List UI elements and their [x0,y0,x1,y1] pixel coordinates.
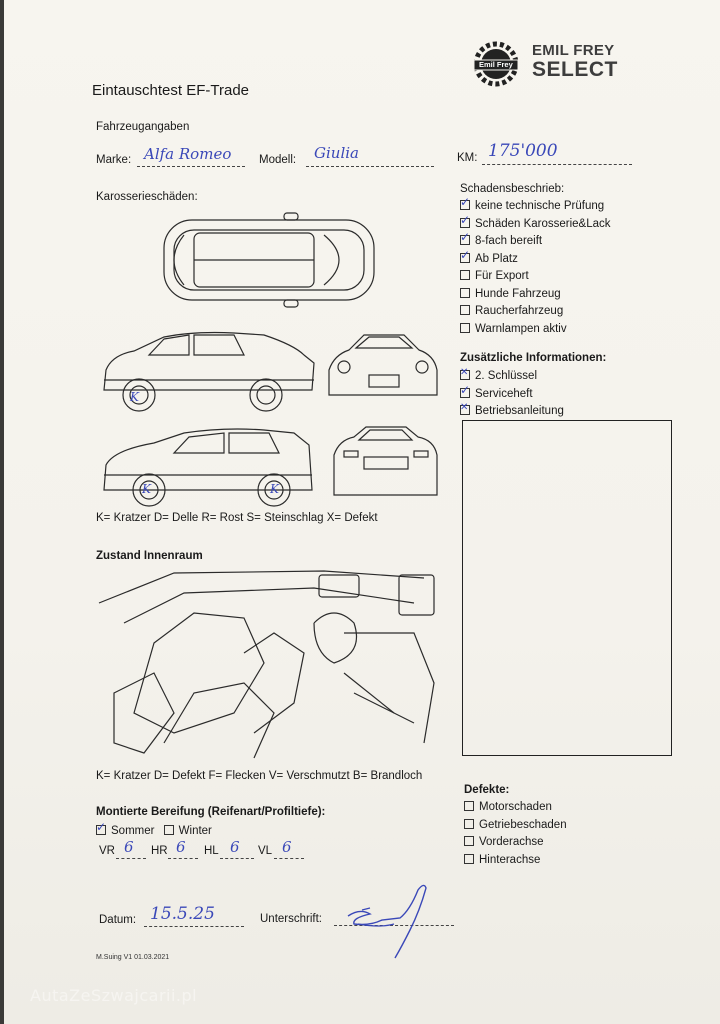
defekte-label: Defekte: [464,784,510,796]
checkbox[interactable] [460,287,470,298]
form-title: Eintauschtest EF-Trade [92,82,250,99]
vl-field[interactable]: 6 [282,838,292,856]
vl-label: VL [258,845,273,857]
brand-line2: SELECT [532,58,618,81]
list-item[interactable]: Getriebeschaden [464,818,567,837]
car-mark-side2b: K [270,482,279,496]
modell-label: Modell: [259,154,297,166]
checkbox[interactable] [464,836,474,846]
interior-legend: K= Kratzer D= Defekt F= Flecken V= Versc… [96,770,423,782]
checkbox[interactable] [460,402,470,415]
schadensbeschrieb-label: Schadensbeschrieb: [460,183,565,195]
km-field[interactable]: 175'000 [488,141,558,161]
section-vehicle: Fahrzeugangaben [96,121,190,133]
car-rear-view [333,426,438,496]
gear-icon [473,41,519,87]
list-item[interactable]: Für Export [460,270,611,288]
checkbox[interactable] [460,230,470,245]
car-damage-diagram [103,212,438,507]
datum-label: Datum: [99,914,137,926]
checkbox[interactable] [460,367,470,380]
body-damage-label: Karosserieschäden: [96,191,198,203]
list-item[interactable]: Schäden Karosserie&Lack [460,213,611,236]
checkbox[interactable] [460,270,470,280]
hr-field[interactable]: 6 [176,838,186,856]
defekte-list: Motorschaden Getriebeschaden Vorderachse… [464,801,567,871]
checkbox[interactable] [464,853,474,864]
checkbox[interactable] [460,213,470,228]
unterschrift-label: Unterschrift: [260,913,322,925]
checkbox[interactable] [460,322,470,333]
car-top-view [163,212,375,308]
interior-label: Zustand Innenraum [96,550,203,562]
winter-checkbox[interactable] [163,825,174,835]
summer-checkbox[interactable] [96,820,106,835]
marke-label: Marke: [96,154,132,166]
summer-label: Sommer [111,825,155,837]
checkbox[interactable] [464,818,474,829]
interior-diagram [98,570,435,759]
vr-label: VR [99,845,115,857]
modell-field[interactable]: Giulia [314,144,359,162]
marke-field[interactable]: Alfa Romeo [144,145,232,163]
checkbox[interactable] [460,195,470,210]
notes-box[interactable] [462,420,672,756]
list-item[interactable]: 2. Schlüssel [460,367,564,388]
list-item[interactable]: keine technische Prüfung [460,195,611,218]
checkbox[interactable] [460,305,470,315]
list-item[interactable]: Serviceheft [460,383,564,406]
footer-version: M.Suing V1 01.03.2021 [96,954,170,961]
datum-field[interactable]: 15.5.25 [150,904,215,924]
tire-type-row: Sommer Winter [96,820,212,837]
hl-label: HL [204,845,219,857]
list-item[interactable]: Warnlampen aktiv [460,322,611,341]
car-front-view [328,334,438,396]
checkbox[interactable] [460,248,470,263]
list-item[interactable]: Motorschaden [464,801,567,819]
car-mark-side1: K [130,390,139,404]
tires-label: Montierte Bereifung (Reifenart/Profiltie… [96,806,326,818]
watermark: AutaZeSzwajcarii.pl [30,986,198,1005]
list-item[interactable]: Betriebsanleitung [460,402,564,423]
winter-label: Winter [178,825,212,837]
list-item[interactable]: 8-fach bereift [460,230,611,253]
list-item[interactable]: Vorderachse [464,836,567,854]
zusatz-label: Zusätzliche Informationen: [460,352,607,364]
car-mark-side2a: K [142,482,151,496]
schadensbeschrieb-list: keine technische Prüfung Schäden Karosse… [460,195,611,341]
hl-field[interactable]: 6 [230,838,240,856]
car-side-view-left [103,331,315,412]
checkbox[interactable] [464,801,474,811]
form-sheet: Emil Frey EMIL FREY SELECT Eintauschtest… [4,0,720,1024]
hr-label: HR [151,845,168,857]
list-item[interactable]: Hunde Fahrzeug [460,287,611,306]
vr-field[interactable]: 6 [124,838,134,856]
brand-logo: Emil Frey EMIL FREY SELECT [470,40,620,90]
signature [347,884,427,959]
checkbox[interactable] [460,383,470,398]
brand-line1: EMIL FREY [532,42,615,59]
brand-badge-text: Emil Frey [479,60,513,69]
list-item[interactable]: Raucherfahrzeug [460,305,611,323]
car-side-view-right [103,428,313,507]
list-item[interactable]: Ab Platz [460,248,611,271]
zusatz-list: 2. Schlüssel Serviceheft Betriebsanleitu… [460,367,564,423]
km-label: KM: [457,152,478,164]
body-legend: K= Kratzer D= Delle R= Rost S= Steinschl… [96,512,378,524]
list-item[interactable]: Hinterachse [464,853,567,872]
